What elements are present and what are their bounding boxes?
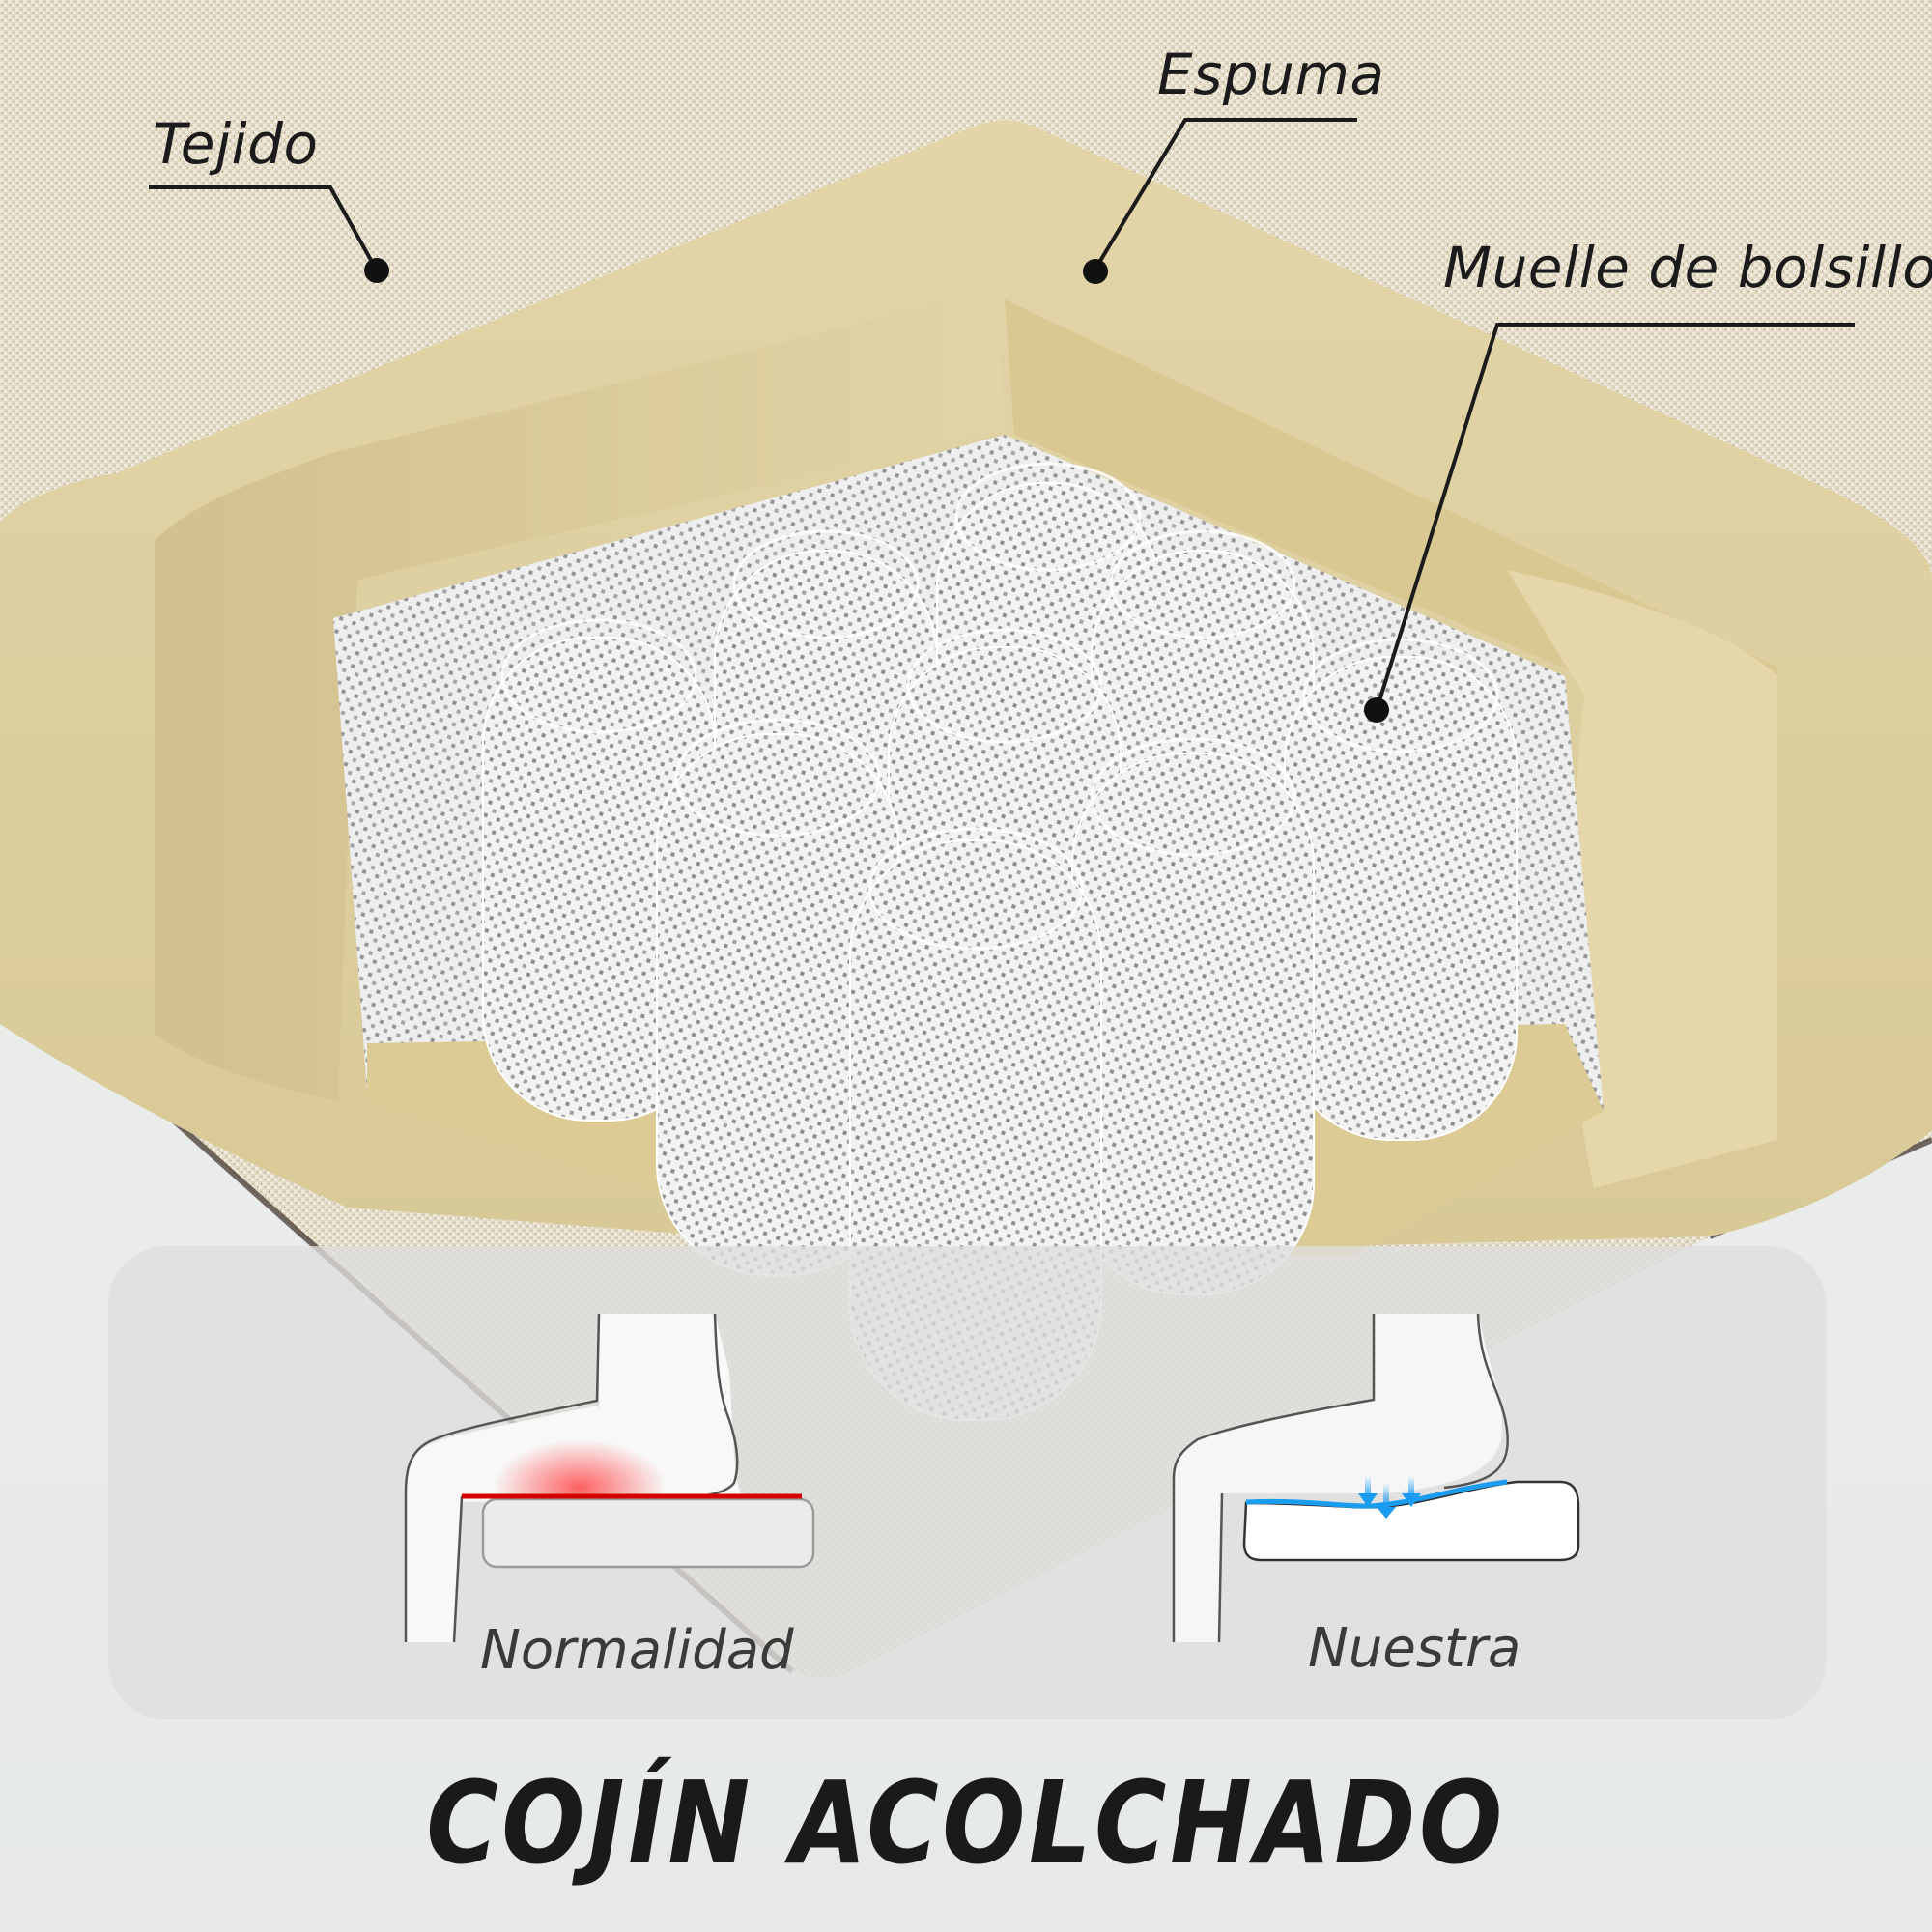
espuma-pointer-dot bbox=[1083, 259, 1108, 284]
normal-seated-figure bbox=[404, 1313, 815, 1643]
ours-seated-figure bbox=[1172, 1313, 1580, 1643]
callout-label-espuma: Espuma bbox=[1157, 42, 1385, 107]
muelle-pointer-dot bbox=[1364, 697, 1389, 723]
normal-cushion bbox=[481, 1497, 815, 1569]
caption-nuestra: Nuestra bbox=[1308, 1617, 1521, 1680]
downward-arrows-icon bbox=[1358, 1476, 1421, 1519]
callout-lines bbox=[149, 118, 1855, 711]
callout-label-tejido: Tejido bbox=[153, 111, 319, 177]
tejido-pointer-dot bbox=[364, 258, 389, 283]
page-title: COJÍN ACOLCHADO bbox=[426, 1756, 1506, 1889]
pressure-line-blue bbox=[1245, 1479, 1508, 1509]
callout-label-muelle-de-bolsillo: Muelle de bolsillo bbox=[1443, 235, 1932, 300]
caption-normalidad: Normalidad bbox=[480, 1619, 794, 1682]
